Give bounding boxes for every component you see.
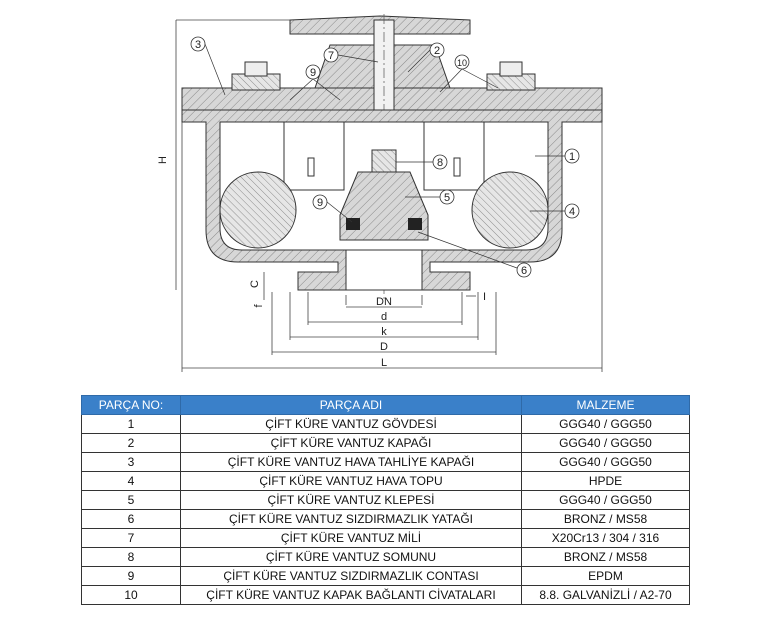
valve-disc xyxy=(339,171,429,241)
cell-material: GGG40 / GGG50 xyxy=(521,433,690,453)
dim-d: d xyxy=(381,311,387,323)
callout-label-2: 2 xyxy=(434,45,440,57)
cell-name: ÇİFT KÜRE VANTUZ SOMUNU xyxy=(180,547,522,567)
callout-label-6: 6 xyxy=(521,265,527,277)
cell-no: 4 xyxy=(81,471,181,491)
callout-label-5: 5 xyxy=(444,192,450,204)
cell-no: 10 xyxy=(81,585,181,605)
callout-label-10: 10 xyxy=(457,58,467,68)
cell-name: ÇİFT KÜRE VANTUZ SIZDIRMAZLIK CONTASI xyxy=(180,566,522,586)
right-guide xyxy=(423,121,485,191)
air-ball-left xyxy=(219,171,297,249)
cell-material: HPDE xyxy=(521,471,690,491)
left-guide xyxy=(283,121,345,191)
dim-DN: DN xyxy=(376,296,392,308)
callout-labels: 3 7 2 9 10 1 8 5 9 4 6 xyxy=(195,39,575,277)
callout-label-7: 7 xyxy=(328,50,334,62)
dim-D: D xyxy=(380,341,388,353)
cell-name: ÇİFT KÜRE VANTUZ KAPAĞI xyxy=(180,433,522,453)
cell-material: GGG40 / GGG50 xyxy=(521,414,690,434)
cell-material: BRONZ / MS58 xyxy=(521,509,690,529)
cell-name: ÇİFT KÜRE VANTUZ MİLİ xyxy=(180,528,522,548)
table-header-row: PARÇA NO: PARÇA ADI MALZEME xyxy=(81,395,690,415)
cell-material: GGG40 / GGG50 xyxy=(521,452,690,472)
technical-drawing: 3 7 2 9 10 1 8 5 9 4 6 H C f I DN d k D … xyxy=(157,14,603,372)
callout-label-3: 3 xyxy=(195,39,201,51)
cell-no: 5 xyxy=(81,490,181,510)
callout-label-4: 4 xyxy=(569,206,575,218)
cell-name: ÇİFT KÜRE VANTUZ GÖVDESİ xyxy=(180,414,522,434)
cell-material: BRONZ / MS58 xyxy=(521,547,690,567)
cell-no: 8 xyxy=(81,547,181,567)
cell-no: 2 xyxy=(81,433,181,453)
dim-I: I xyxy=(483,291,486,303)
header-part-no: PARÇA NO: xyxy=(81,395,181,415)
cell-name: ÇİFT KÜRE VANTUZ KAPAK BAĞLANTI CİVATALA… xyxy=(180,585,522,605)
callout-label-1: 1 xyxy=(569,151,575,163)
dimension-labels: H C f I DN d k D L xyxy=(157,156,486,369)
cell-no: 7 xyxy=(81,528,181,548)
dim-k: k xyxy=(381,326,387,338)
cell-material: EPDM xyxy=(521,566,690,586)
dim-f: f xyxy=(253,304,265,308)
dimension-lines xyxy=(175,19,603,372)
cell-material: GGG40 / GGG50 xyxy=(521,490,690,510)
cell-name: ÇİFT KÜRE VANTUZ SIZDIRMAZLIK YATAĞI xyxy=(180,509,522,529)
cell-name: ÇİFT KÜRE VANTUZ KLEPESİ xyxy=(180,490,522,510)
callout-label-9a: 9 xyxy=(310,67,316,79)
callouts xyxy=(190,36,580,278)
header-part-name: PARÇA ADI xyxy=(180,395,522,415)
air-ball-right xyxy=(471,171,549,249)
callout-leaders xyxy=(204,43,565,269)
cell-name: ÇİFT KÜRE VANTUZ HAVA TAHLİYE KAPAĞI xyxy=(180,452,522,472)
valve-nut xyxy=(371,149,397,173)
header-material: MALZEME xyxy=(521,395,690,415)
dim-C: C xyxy=(249,280,261,288)
callout-label-9b: 9 xyxy=(317,197,323,209)
cell-no: 6 xyxy=(81,509,181,529)
cell-no: 1 xyxy=(81,414,181,434)
callout-label-8: 8 xyxy=(437,157,443,169)
cell-name: ÇİFT KÜRE VANTUZ HAVA TOPU xyxy=(180,471,522,491)
cell-material: X20Cr13 / 304 / 316 xyxy=(521,528,690,548)
dim-H: H xyxy=(157,156,169,164)
cell-material: 8.8. GALVANİZLİ / A2-70 xyxy=(521,585,690,605)
cell-no: 9 xyxy=(81,566,181,586)
dim-L: L xyxy=(381,357,387,369)
callout-6 xyxy=(516,262,532,278)
cell-no: 3 xyxy=(81,452,181,472)
